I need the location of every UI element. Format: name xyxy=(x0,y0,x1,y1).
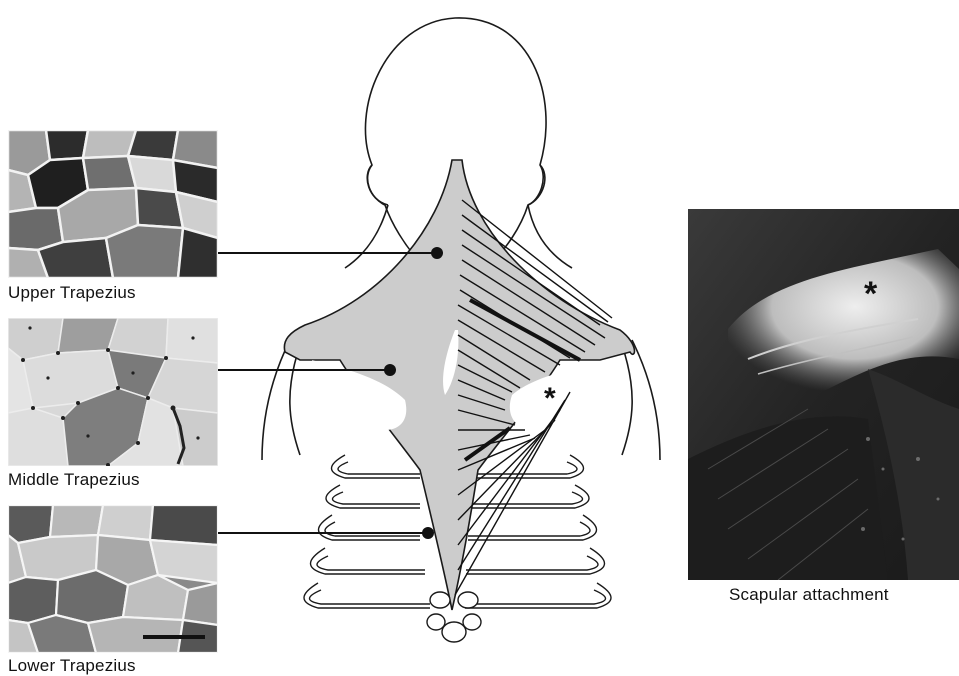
lower-trapezius-panel: Lower Trapezius xyxy=(8,505,218,653)
diagram-asterisk: * xyxy=(544,382,556,415)
thick-fiber-lower xyxy=(465,428,510,460)
upper-trapezius-micrograph xyxy=(8,130,218,278)
trapezius-muscle xyxy=(284,160,634,610)
middle-trapezius-label: Middle Trapezius xyxy=(8,470,140,490)
rib-cage xyxy=(304,455,611,608)
scapular-attachment-label: Scapular attachment xyxy=(729,585,889,605)
sacrum xyxy=(427,592,481,642)
muscle-fibers xyxy=(455,200,612,595)
thick-fiber-upper xyxy=(470,300,580,360)
arm-outlines xyxy=(262,340,660,460)
photo-asterisk: * xyxy=(864,275,878,313)
upper-trapezius-label: Upper Trapezius xyxy=(8,283,136,303)
head-outline xyxy=(345,18,572,268)
left-scapula xyxy=(312,360,406,430)
scapular-attachment-photo: * xyxy=(688,209,959,580)
spinous-aponeurosis xyxy=(443,330,458,395)
lower-trapezius-label: Lower Trapezius xyxy=(8,656,136,676)
middle-trapezius-panel: Middle Trapezius xyxy=(8,318,218,466)
right-scapula xyxy=(510,362,600,430)
middle-trapezius-micrograph xyxy=(8,318,218,466)
lower-trapezius-micrograph xyxy=(8,505,218,653)
upper-trapezius-panel: Upper Trapezius xyxy=(8,130,218,278)
leader-lines xyxy=(218,247,443,539)
